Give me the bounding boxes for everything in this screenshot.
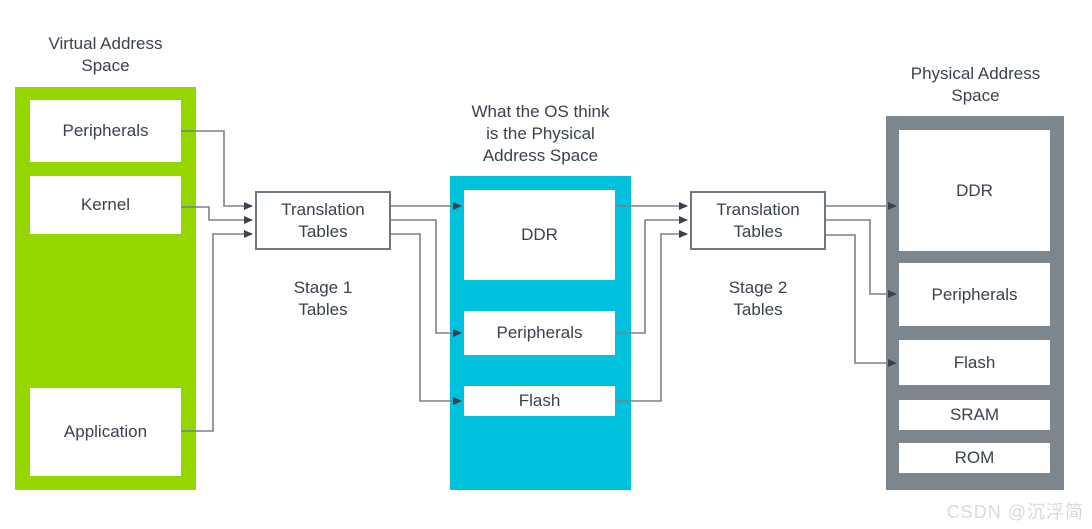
intermediate-region-flash: Flash — [464, 386, 615, 416]
physical-region-peripherals: Peripherals — [899, 263, 1050, 326]
intermediate-address-space-title: What the OS think is the Physical Addres… — [471, 102, 610, 165]
physical-address-space-title: Physical Address Space — [910, 64, 1041, 105]
physical-region-sram: SRAM — [899, 400, 1050, 430]
intermediate-region-peripherals: Peripherals — [464, 311, 615, 355]
virtual-region-application: Application — [30, 388, 181, 476]
physical-region-flash: Flash — [899, 340, 1050, 385]
stage1-tables-caption: Stage 1 Tables — [293, 278, 353, 319]
intermediate-region-ddr: DDR — [464, 190, 615, 280]
stage2-translation-tables-box: Translation Tables — [690, 191, 826, 250]
physical-region-ddr: DDR — [899, 130, 1050, 251]
stage2-tables-caption: Stage 2 Tables — [728, 278, 788, 319]
stage1-translation-tables-box: Translation Tables — [255, 191, 391, 250]
virtual-address-space-title: Virtual Address Space — [48, 34, 163, 75]
virtual-region-peripherals: Peripherals — [30, 100, 181, 162]
watermark-text: CSDN @沉浮简 — [946, 502, 1084, 522]
virtual-region-kernel: Kernel — [30, 176, 181, 234]
physical-region-rom: ROM — [899, 443, 1050, 473]
